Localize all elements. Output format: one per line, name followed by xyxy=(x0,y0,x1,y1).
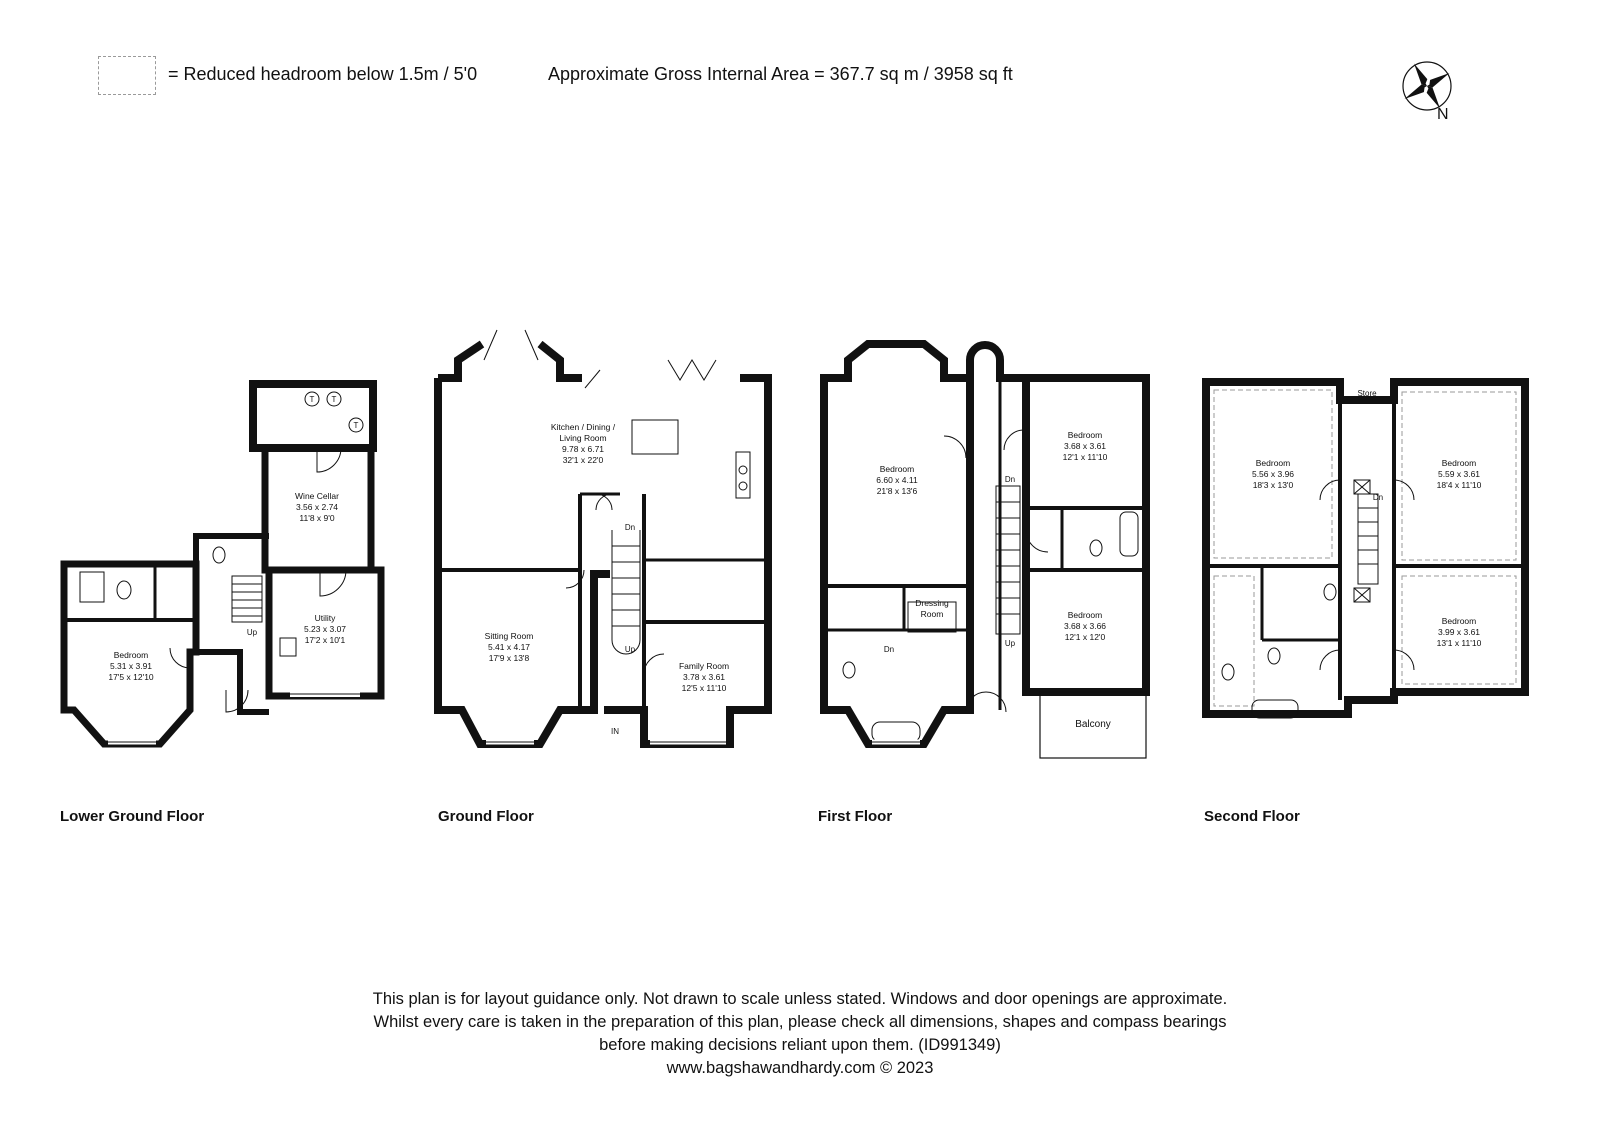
room-name: Bedroom xyxy=(1442,616,1477,626)
entrance-label: IN xyxy=(611,727,619,736)
room-name: Wine Cellar xyxy=(295,491,339,501)
room-dims-metric: 3.56 x 2.74 xyxy=(296,502,338,512)
reduced-headroom-legend-swatch xyxy=(98,56,156,95)
stairs-down-label: Dn xyxy=(1373,493,1383,502)
room-name: Bedroom xyxy=(1068,610,1103,620)
lower-ground-floor-plan: T T T Bedroom 5.31 x 3.91 17'5 x 12'10 W… xyxy=(60,380,385,748)
room-dims-metric: 5.41 x 4.17 xyxy=(488,642,530,652)
stairs-down-label: Dn xyxy=(1005,475,1015,484)
stairs-up-label: Up xyxy=(1005,639,1016,648)
compass-north-label: N xyxy=(1437,106,1449,123)
first-floor-plan: Bedroom 6.60 x 4.11 21'8 x 13'6 Bedroom … xyxy=(820,340,1150,759)
tank-label: T xyxy=(332,395,337,404)
room-dims-metric: 3.68 x 3.61 xyxy=(1064,441,1106,451)
floor-label-ground: Ground Floor xyxy=(438,808,534,825)
floor-label-first: First Floor xyxy=(818,808,893,825)
room-dims-metric: 5.23 x 3.07 xyxy=(304,624,346,634)
stairs-up-label: Up xyxy=(625,645,636,654)
room-dims-imperial: 18'4 x 11'10 xyxy=(1437,480,1482,490)
room-dims-imperial: 17'9 x 13'8 xyxy=(489,653,530,663)
store-label: Store xyxy=(1357,389,1377,398)
disclaimer-line: before making decisions reliant upon the… xyxy=(599,1036,1001,1054)
stairs-up-label: Up xyxy=(247,628,258,637)
room-name: Dressing xyxy=(915,598,949,608)
compass-rose-icon xyxy=(1402,61,1452,111)
balcony-label: Balcony xyxy=(1075,719,1111,730)
room-dims-imperial: 13'1 x 11'10 xyxy=(1437,638,1482,648)
disclaimer: This plan is for layout guidance only. N… xyxy=(0,988,1600,1080)
disclaimer-line: This plan is for layout guidance only. N… xyxy=(372,990,1228,1008)
room-dims-imperial: 12'1 x 11'10 xyxy=(1063,452,1108,462)
stairs-down-label: Dn xyxy=(884,645,894,654)
room-dims-metric: 3.68 x 3.66 xyxy=(1064,621,1106,631)
room-dims-imperial: 12'5 x 11'10 xyxy=(682,683,727,693)
room-dims-metric: 5.56 x 3.96 xyxy=(1252,469,1294,479)
room-dims-imperial: 17'2 x 10'1 xyxy=(305,635,346,645)
room-name: Bedroom xyxy=(880,464,915,474)
room-dims-imperial: 18'3 x 13'0 xyxy=(1253,480,1294,490)
room-name: Bedroom xyxy=(1256,458,1291,468)
disclaimer-line: Whilst every care is taken in the prepar… xyxy=(373,1013,1227,1031)
room-dims-imperial: 12'1 x 12'0 xyxy=(1065,632,1106,642)
room-dims-metric: 3.99 x 3.61 xyxy=(1438,627,1480,637)
room-name-cont: Room xyxy=(921,609,944,619)
room-name: Sitting Room xyxy=(485,631,534,641)
room-name: Family Room xyxy=(679,661,729,671)
room-name: Kitchen / Dining / xyxy=(551,422,616,432)
room-name-cont: Living Room xyxy=(559,433,606,443)
room-name: Bedroom xyxy=(114,650,149,660)
room-dims-metric: 5.59 x 3.61 xyxy=(1438,469,1480,479)
floor-label-lower-ground: Lower Ground Floor xyxy=(60,808,205,825)
room-name: Bedroom xyxy=(1068,430,1103,440)
website-copyright: www.bagshawandhardy.com © 2023 xyxy=(666,1059,934,1077)
ground-floor-plan: Kitchen / Dining / Living Room 9.78 x 6.… xyxy=(434,329,772,748)
floor-label-second: Second Floor xyxy=(1204,808,1300,825)
room-dims-imperial: 32'1 x 22'0 xyxy=(563,455,604,465)
gross-internal-area: Approximate Gross Internal Area = 367.7 … xyxy=(548,64,1013,84)
room-dims-metric: 9.78 x 6.71 xyxy=(562,444,604,454)
room-name: Bedroom xyxy=(1442,458,1477,468)
room-name: Utility xyxy=(315,613,337,623)
room-dims-metric: 3.78 x 3.61 xyxy=(683,672,725,682)
room-dims-imperial: 17'5 x 12'10 xyxy=(108,672,154,682)
second-floor-plan: Bedroom 5.56 x 3.96 18'3 x 13'0 Bedroom … xyxy=(1202,378,1529,719)
room-dims-imperial: 21'8 x 13'6 xyxy=(877,486,918,496)
room-dims-metric: 5.31 x 3.91 xyxy=(110,661,152,671)
stairs-down-label: Dn xyxy=(625,523,635,532)
room-dims-metric: 6.60 x 4.11 xyxy=(876,475,918,485)
room-dims-imperial: 11'8 x 9'0 xyxy=(299,513,334,523)
tank-label: T xyxy=(310,395,315,404)
legend-text: = Reduced headroom below 1.5m / 5'0 xyxy=(168,64,478,84)
tank-label: T xyxy=(354,421,359,430)
